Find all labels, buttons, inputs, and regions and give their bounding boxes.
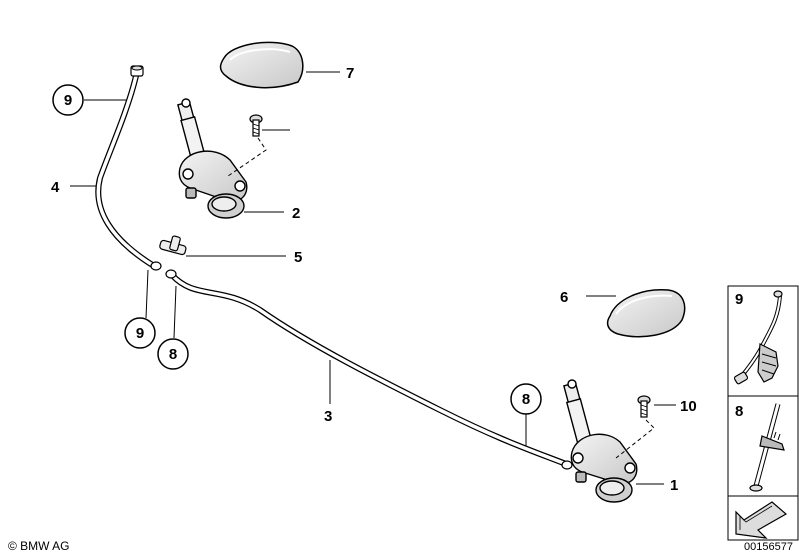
panel-label-9: 9 (735, 291, 743, 308)
detail-hose-clip (733, 290, 783, 385)
callout-1: 1 (670, 477, 678, 494)
screw-lower (637, 395, 651, 418)
hose-4 (95, 75, 156, 269)
washer-cylinder-1 (563, 379, 638, 503)
callout-5: 5 (294, 249, 302, 266)
callout-3: 3 (324, 408, 332, 425)
callout-9-top: 9 (52, 84, 84, 116)
callout-4: 4 (51, 179, 60, 196)
callout-2: 2 (292, 205, 300, 222)
callout-7: 7 (346, 65, 354, 82)
callout-10: 10 (680, 398, 697, 415)
svg-text:8: 8 (169, 346, 177, 363)
assembly-line-lower (615, 419, 655, 459)
t-connector (159, 235, 187, 256)
nozzle-cover-6 (606, 289, 686, 338)
direction-arrow-icon (735, 501, 788, 539)
svg-text:8: 8 (522, 391, 530, 408)
image-number: 00156577 (744, 541, 793, 553)
assembly-line-upper (227, 137, 267, 177)
hose-3-end-right (561, 460, 573, 470)
screw-upper (249, 114, 263, 137)
svg-text:9: 9 (136, 325, 144, 342)
panel-label-8: 8 (735, 403, 743, 420)
washer-cylinder-2 (177, 98, 248, 219)
hose-4-end (150, 261, 162, 271)
callout-8-left: 8 (157, 338, 189, 370)
hose-end-cap-top (130, 65, 144, 77)
leader-lines (70, 71, 676, 485)
svg-text:9: 9 (64, 92, 72, 109)
callout-9-bottom: 9 (124, 317, 156, 349)
nozzle-cover-7 (219, 41, 304, 89)
callout-8-right: 8 (510, 383, 542, 415)
callout-6: 6 (560, 289, 568, 306)
detail-cable-tie (749, 403, 785, 492)
hose-3 (169, 272, 568, 467)
copyright-text: © BMW AG (8, 539, 70, 553)
detail-panel (727, 285, 799, 541)
hose-3-end-left (165, 269, 177, 279)
